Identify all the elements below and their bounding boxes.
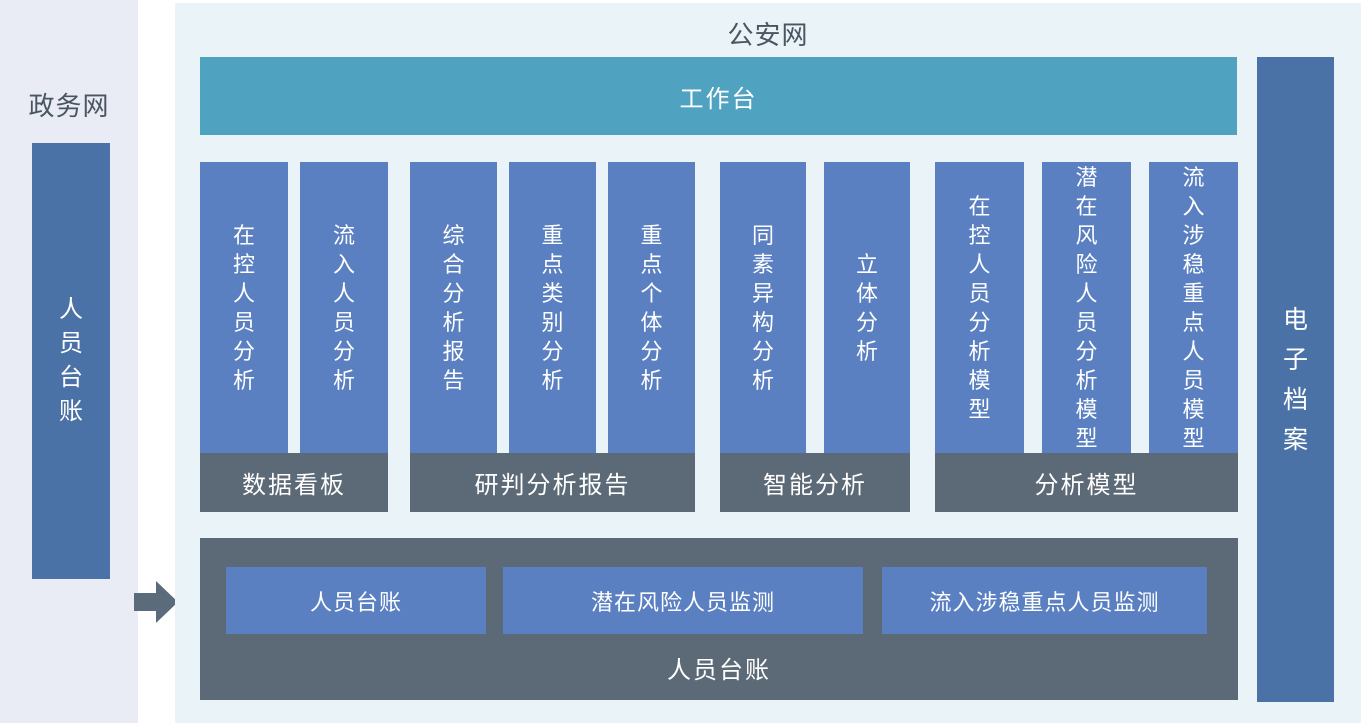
electronic-archive-vbar: 电子档案 [1257,57,1334,702]
bar-label: 在控人员分析模型 [968,193,991,422]
bar-in-control-analysis-model: 在控人员分析模型 [935,162,1024,453]
group-footer-intelligent-analysis: 智能分析 [720,453,910,512]
group-intelligent-analysis-bars: 同素异构分析 立体分析 [720,162,910,453]
bar-label: 潜在风险人员分析模型 [1075,164,1098,451]
bar-inflow-stability-key-personnel-model: 流入涉稳重点人员模型 [1149,162,1238,453]
button-personnel-ledger: 人员台账 [226,567,486,634]
group-footer-analysis-model: 分析模型 [935,453,1238,512]
button-label: 人员台账 [309,589,402,615]
bar-label: 重点类别分析 [541,222,564,393]
button-potential-risk-personnel-monitor: 潜在风险人员监测 [503,567,863,634]
bar-label: 流入涉稳重点人员模型 [1182,164,1205,451]
group-analysis-report-bars: 综合分析报告 重点类别分析 重点个体分析 [410,162,695,453]
personnel-ledger-panel: 人员台账 潜在风险人员监测 流入涉稳重点人员监测 人员台账 [200,538,1238,700]
electronic-archive-vbar-label: 电子档案 [1283,305,1309,454]
bar-in-control-personnel-analysis: 在控人员分析 [200,162,288,453]
bar-label: 立体分析 [856,251,879,364]
button-label: 流入涉稳重点人员监测 [929,589,1160,615]
personnel-ledger-vbar: 人员台账 [32,143,110,579]
group-data-dashboard-bars: 在控人员分析 流入人员分析 [200,162,388,453]
workbench-bar: 工作台 [200,57,1237,135]
bar-label: 同素异构分析 [752,222,775,393]
flow-arrow-icon [134,581,178,623]
group-footer-data-dashboard: 数据看板 [200,453,388,512]
police-network-label: 公安网 [727,20,809,50]
button-inflow-stability-key-personnel-monitor: 流入涉稳重点人员监测 [882,567,1207,634]
bar-label: 综合分析报告 [442,222,465,393]
workbench-bar-label: 工作台 [679,85,758,113]
group-footer-label: 研判分析报告 [474,472,631,499]
bar-label: 重点个体分析 [640,222,663,393]
group-analysis-model-bars: 在控人员分析模型 潜在风险人员分析模型 流入涉稳重点人员模型 [935,162,1238,453]
group-footer-label: 智能分析 [763,472,867,499]
police-network-panel: 公安网 工作台 在控人员分析 流入人员分析 数据看板 综合分析报告 重点类别分析 [175,3,1361,723]
bar-key-category-analysis: 重点类别分析 [509,162,596,453]
government-network-panel: 政务网 人员台账 [0,0,138,723]
personnel-ledger-vbar-label: 人员台账 [59,296,83,425]
bar-inflow-personnel-analysis: 流入人员分析 [300,162,388,453]
group-footer-label: 数据看板 [242,472,346,499]
bar-label: 流入人员分析 [333,222,356,393]
group-footer-label: 分析模型 [1034,472,1139,499]
bar-comprehensive-analysis-report: 综合分析报告 [410,162,497,453]
group-footer-analysis-report: 研判分析报告 [410,453,695,512]
personnel-ledger-panel-label: 人员台账 [667,657,771,684]
bar-potential-risk-analysis-model: 潜在风险人员分析模型 [1042,162,1131,453]
government-network-label: 政务网 [28,91,110,121]
bar-label: 在控人员分析 [233,222,256,393]
bar-key-individual-analysis: 重点个体分析 [608,162,695,453]
bar-stereo-analysis: 立体分析 [824,162,910,453]
button-label: 潜在风险人员监测 [590,589,775,615]
bar-isomer-analysis: 同素异构分析 [720,162,806,453]
